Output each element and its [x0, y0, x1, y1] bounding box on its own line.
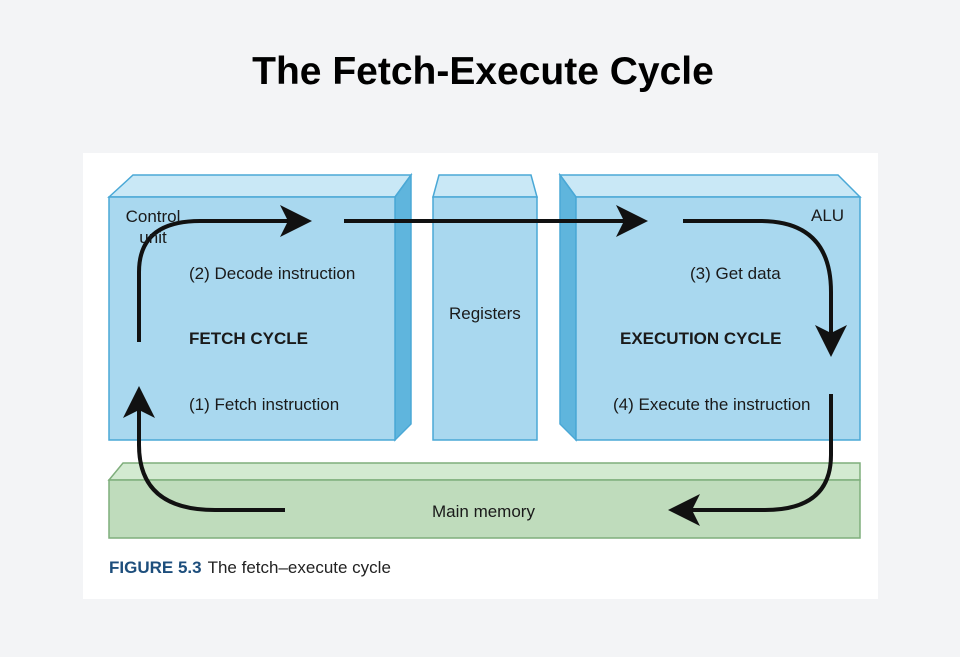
fetch-to-decode-arrow	[137, 205, 312, 342]
main-memory-box	[107, 462, 861, 539]
step2-label: (2) Decode instruction	[189, 264, 356, 283]
alu-label: ALU	[811, 206, 845, 225]
step4-label: (4) Execute the instruction	[613, 395, 811, 414]
fetch-cycle-label: FETCH CYCLE	[189, 329, 308, 348]
control-unit-box	[107, 172, 413, 442]
main-memory-label: Main memory	[432, 502, 535, 521]
getdata-to-execution-arrow	[683, 219, 847, 357]
execute-to-memory-arrow	[668, 394, 833, 526]
figure-number: FIGURE 5.3	[109, 558, 202, 577]
step3-label: (3) Get data	[690, 264, 781, 283]
control-unit-label: Control unit	[125, 207, 181, 247]
figure-caption: FIGURE 5.3 The fetch–execute cycle	[109, 558, 391, 578]
figure-caption-text: The fetch–execute cycle	[207, 558, 391, 577]
step1-label: (1) Fetch instruction	[189, 395, 340, 414]
registers-box	[432, 174, 538, 441]
execution-cycle-label: EXECUTION CYCLE	[620, 329, 782, 348]
memory-to-fetch-arrow	[123, 386, 285, 512]
registers-label: Registers	[449, 304, 521, 323]
page-title: The Fetch-Execute Cycle	[252, 50, 714, 93]
